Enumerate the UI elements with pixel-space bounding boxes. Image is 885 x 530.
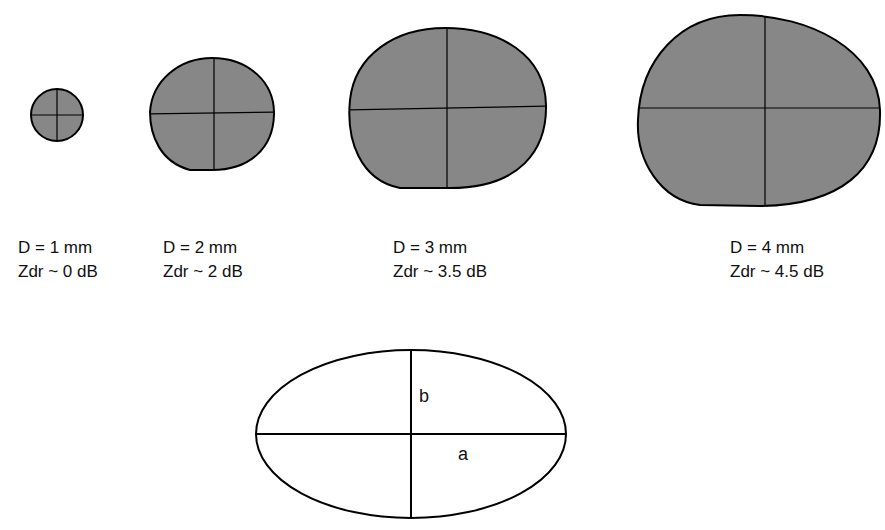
axis-letter: b: [419, 386, 429, 408]
drop-4mm: [638, 15, 880, 206]
axis-lines: [345, 22, 550, 192]
major-axis: [256, 433, 566, 435]
zdr-label: Zdr ~ 4.5 dB: [730, 262, 824, 282]
diameter-label: D = 2 mm: [163, 238, 237, 258]
ellipse-outline: [256, 350, 566, 518]
diameter-label: D = 3 mm: [393, 238, 467, 258]
axis-lines: [632, 10, 885, 210]
diameter-label: D = 4 mm: [730, 238, 804, 258]
axis-lines: [25, 85, 90, 145]
zdr-label: Zdr ~ 3.5 dB: [393, 262, 487, 282]
zdr-label: Zdr ~ 0 dB: [18, 262, 98, 282]
axis-letter: a: [458, 444, 468, 466]
axis-lines: [145, 52, 280, 175]
diameter-label: D = 1 mm: [18, 238, 92, 258]
zdr-label: Zdr ~ 2 dB: [163, 262, 243, 282]
